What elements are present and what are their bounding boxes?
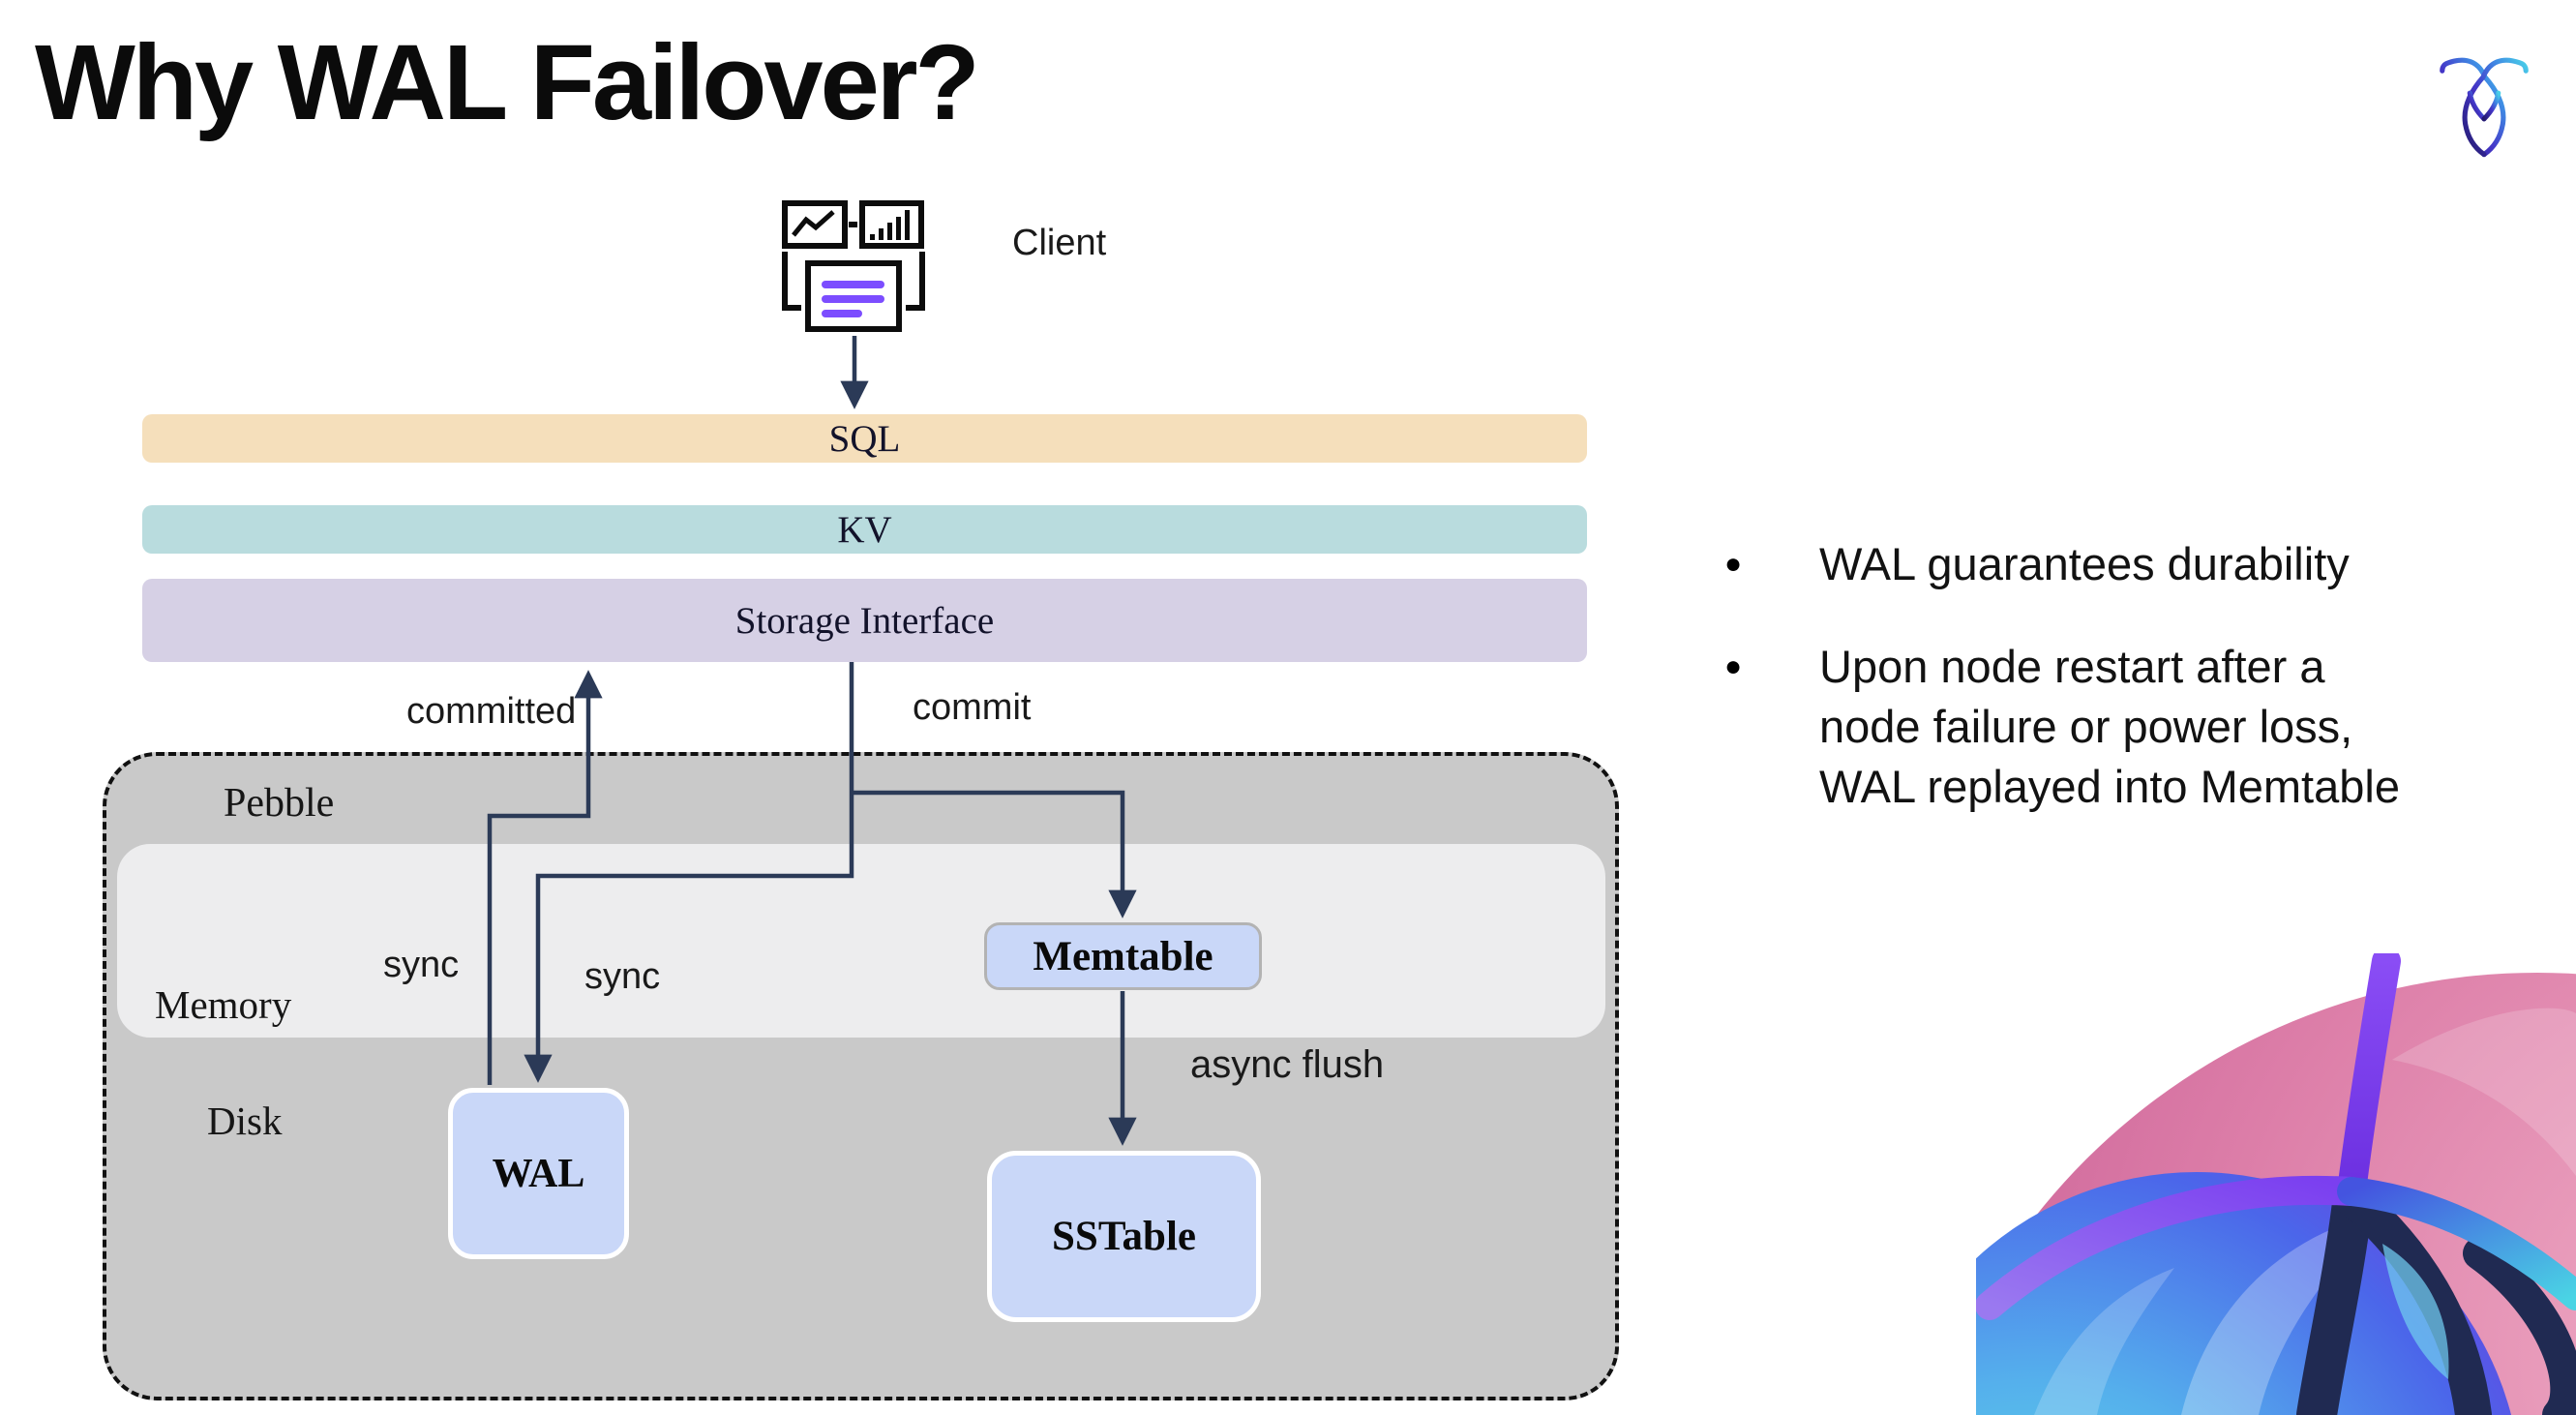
bullet-dot: ● [1724,548,1743,580]
layer-kv-label: KV [837,508,892,551]
bar-chart-bars [870,210,910,240]
client-workload-icon [782,200,925,332]
memtable-box: Memtable [984,922,1262,990]
cockroachdb-decorative-mark [1976,953,2576,1415]
edge-label-commit: commit [913,687,1032,728]
bullet-dot: ● [1724,650,1743,682]
disk-label: Disk [207,1099,283,1143]
document-text-lines [822,281,884,317]
bullet-text: WAL guarantees durability [1819,538,2350,589]
bullet-text: Upon node restart after a node failure o… [1819,641,2400,812]
layer-sql: SQL [142,414,1587,463]
bar-chart-icon [859,200,924,249]
layer-storage-interface-label: Storage Interface [734,599,995,642]
sstable-label: SSTable [1051,1214,1196,1259]
edge-label-sync-right: sync [584,956,661,997]
edge-label-async-flush: async flush [1190,1043,1385,1086]
memory-zone [117,844,1605,1038]
pebble-label: Pebble [224,781,335,826]
client-label: Client [1012,223,1107,263]
edge-label-sync-left: sync [383,945,460,985]
bracket-right [906,252,925,311]
bullet-list: ● WAL guarantees durability ● Upon node … [1684,534,2516,817]
memtable-label: Memtable [1033,933,1213,979]
list-item: ● Upon node restart after a node failure… [1684,637,2516,817]
list-item: ● WAL guarantees durability [1684,534,2516,594]
line-chart-icon [782,200,848,249]
page-title: Why WAL Failover? [35,23,980,142]
sstable-box: SSTable [987,1151,1261,1322]
layer-kv: KV [142,505,1587,554]
cockroachdb-logo-icon [2440,57,2529,158]
bracket-left [782,252,801,311]
edge-label-committed: committed [406,691,577,732]
wal-box: WAL [448,1088,629,1259]
memory-label: Memory [155,982,292,1027]
layer-sql-label: SQL [828,417,901,460]
layer-storage-interface: Storage Interface [142,579,1587,662]
wal-label: WAL [492,1151,585,1196]
